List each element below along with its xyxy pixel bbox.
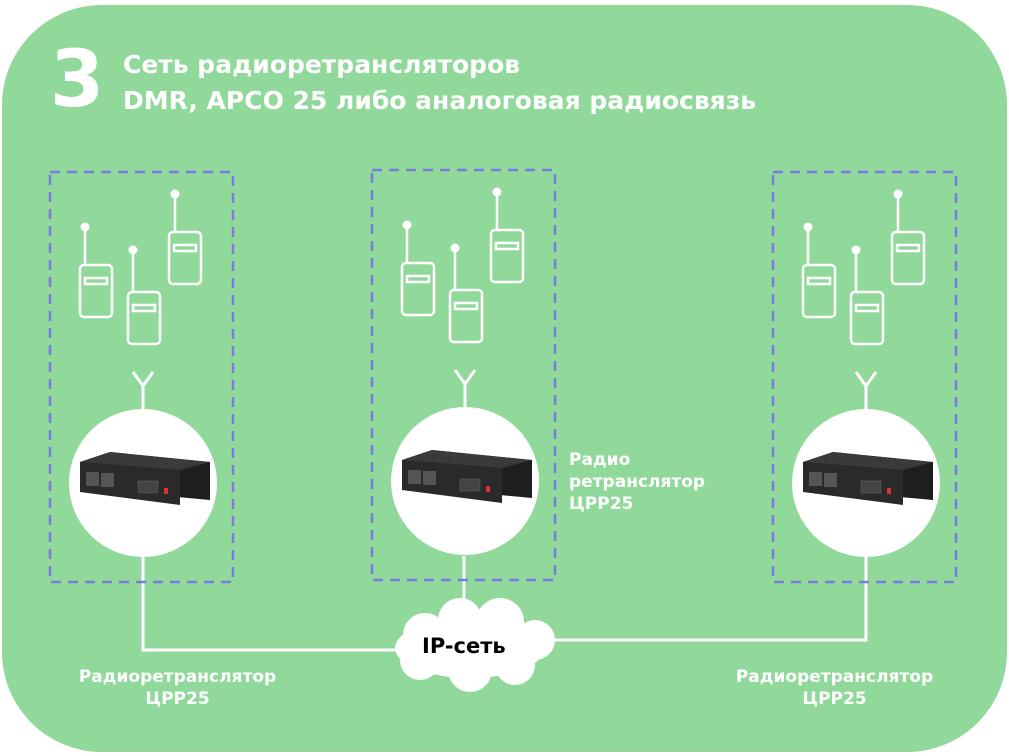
step-number: 3 bbox=[50, 35, 105, 125]
coverage-zone bbox=[771, 170, 958, 584]
ip-network-label: IP-сеть bbox=[422, 634, 506, 658]
repeater-device bbox=[402, 450, 532, 503]
handheld-radio-icon bbox=[448, 243, 484, 344]
handheld-radio-icon bbox=[801, 222, 837, 319]
repeater-site-left bbox=[48, 170, 235, 584]
label-right-repeater: Радиоретранслятор ЦРР25 bbox=[712, 666, 957, 710]
repeater-device bbox=[80, 452, 210, 505]
handheld-radio-icon bbox=[489, 187, 525, 284]
label-left-repeater: Радиоретранслятор ЦРР25 bbox=[55, 666, 300, 710]
label-line: ретранслятор bbox=[569, 472, 706, 492]
label-line: Радио bbox=[569, 450, 631, 470]
repeater-site-right bbox=[771, 170, 958, 584]
label-line: Радиоретранслятор bbox=[735, 667, 934, 687]
handheld-radio-icon bbox=[890, 189, 926, 286]
coverage-zone bbox=[48, 170, 235, 584]
handheld-radio-icon bbox=[849, 245, 885, 346]
repeater-device bbox=[803, 452, 933, 505]
title-line-1: Сеть радиоретрансляторов bbox=[123, 50, 521, 79]
label-line: Радиоретранслятор bbox=[78, 667, 277, 687]
handheld-radio-icon bbox=[78, 222, 114, 319]
label-middle-repeater: Радио ретранслятор ЦРР25 bbox=[569, 449, 705, 515]
label-line: ЦРР25 bbox=[569, 494, 634, 514]
background-panel bbox=[2, 5, 1007, 752]
label-line: ЦРР25 bbox=[145, 689, 210, 709]
handheld-radio-icon bbox=[126, 245, 162, 346]
handheld-radio-icon bbox=[167, 189, 203, 286]
coverage-zone bbox=[370, 168, 557, 582]
handheld-radio-icon bbox=[400, 220, 436, 317]
label-line: ЦРР25 bbox=[802, 689, 867, 709]
title-line-2: DMR, APCO 25 либо аналоговая радиосвязь bbox=[123, 86, 757, 115]
repeater-site-middle bbox=[370, 168, 557, 582]
cloud-icon bbox=[395, 598, 555, 692]
